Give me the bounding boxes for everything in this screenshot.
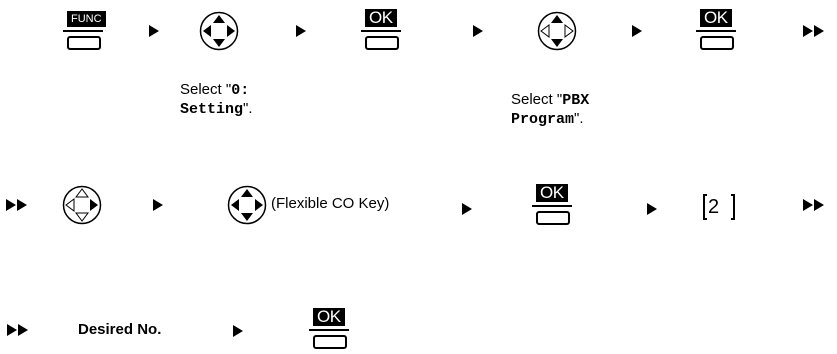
flexible-co-key-label: (Flexible CO Key)	[271, 195, 390, 212]
key-bracket-icon	[703, 194, 735, 220]
ok-soft-key[interactable]: OK	[309, 308, 351, 349]
soft-button-icon	[536, 211, 570, 225]
digit-key-2[interactable]: 2	[702, 194, 736, 220]
ok-soft-key[interactable]: OK	[361, 9, 403, 50]
ok-key-label: OK	[365, 9, 397, 27]
soft-button-icon	[67, 36, 101, 50]
step-arrow-icon	[153, 199, 163, 211]
soft-key-divider	[309, 329, 349, 331]
step-arrow-icon	[647, 203, 657, 215]
navigator-key-icon[interactable]	[199, 11, 239, 51]
navigator-key-icon[interactable]	[62, 185, 102, 225]
func-key-label: FUNC	[67, 11, 106, 27]
soft-button-icon	[700, 36, 734, 50]
func-soft-key[interactable]: FUNC	[63, 9, 106, 50]
continue-arrow-icon	[7, 324, 29, 336]
ok-soft-key[interactable]: OK	[696, 9, 738, 50]
continue-arrow-icon	[803, 199, 825, 211]
desired-number-label: Desired No.	[78, 321, 162, 338]
step-arrow-icon	[296, 25, 306, 37]
navigator-key-icon[interactable]	[537, 11, 577, 51]
soft-button-icon	[313, 335, 347, 349]
soft-key-divider	[63, 30, 103, 32]
caption-select-pbx-program: Select "PBX Program".	[511, 91, 590, 128]
continue-arrow-icon	[803, 25, 825, 37]
step-arrow-icon	[149, 25, 159, 37]
step-arrow-icon	[233, 325, 243, 337]
step-arrow-icon	[462, 203, 472, 215]
soft-key-divider	[361, 30, 401, 32]
soft-key-divider	[532, 205, 572, 207]
navigator-key-icon[interactable]	[227, 185, 267, 225]
ok-key-label: OK	[536, 184, 568, 202]
step-arrow-icon	[473, 25, 483, 37]
ok-soft-key[interactable]: OK	[532, 184, 574, 225]
continue-arrow-icon	[6, 199, 28, 211]
ok-key-label: OK	[700, 9, 732, 27]
soft-key-divider	[696, 30, 736, 32]
ok-key-label: OK	[313, 308, 345, 326]
soft-button-icon	[365, 36, 399, 50]
caption-select-setting: Select "0: Setting".	[180, 81, 253, 118]
step-arrow-icon	[632, 25, 642, 37]
digit-label: 2	[708, 196, 720, 218]
